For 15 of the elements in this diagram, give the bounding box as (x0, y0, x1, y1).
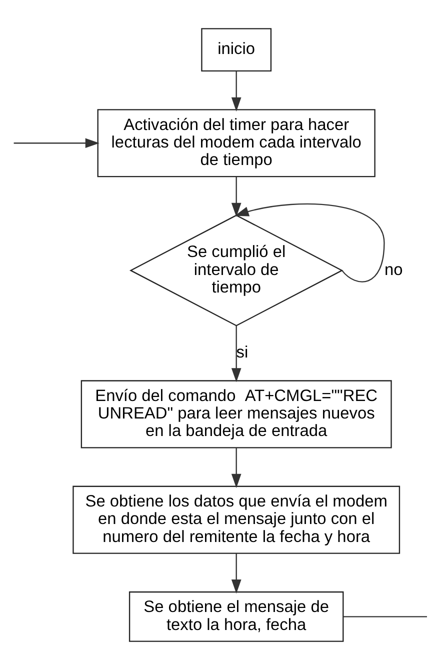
arrow (14, 138, 100, 148)
arrow (231, 448, 242, 488)
arrow (231, 326, 242, 382)
edge-label: no (384, 260, 403, 279)
node-box: Activación del timer para hacer lecturas del modem cada intervalo de tiempo (97, 109, 376, 178)
node-diamond: Se cumplió el intervalo de tiempo (129, 214, 344, 326)
arrow (231, 71, 242, 112)
node-box: Envío del comando AT+CMGL=""REC UNREAD" para leer mensajes nuevos en la bandeja de entrada (80, 380, 392, 448)
arrow (234, 203, 385, 282)
connector (343, 616, 427, 618)
node-box: Se obtiene los datos que envía el modem en donde esta el mensaje junto con el numero del remitente la fecha y hora (72, 486, 400, 554)
node-box: Se obtiene el mensaje de texto la hora, fecha (128, 591, 344, 642)
arrow (231, 176, 242, 217)
node-box: inicio (201, 28, 272, 72)
arrow (231, 554, 242, 594)
